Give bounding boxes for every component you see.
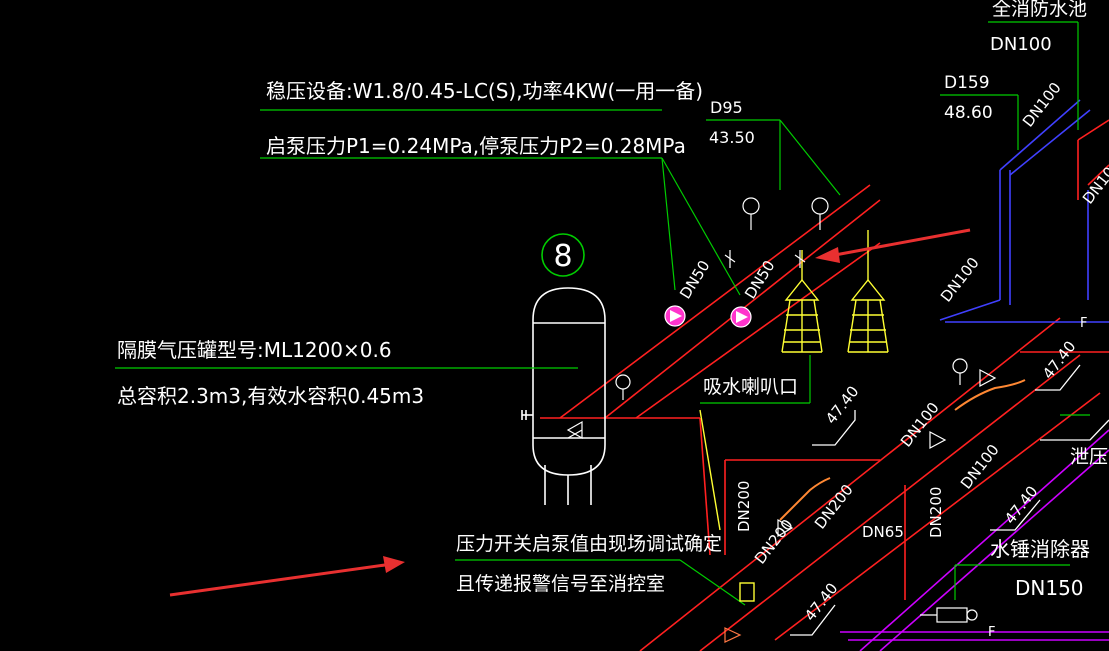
pump-group bbox=[664, 305, 752, 328]
water-hammer-arrester-icon bbox=[920, 607, 978, 623]
pressure-switch-line1: 压力开关启泵值由现场调试确定 bbox=[456, 533, 722, 555]
stabilizer-spec-line1: 稳压设备:W1.8/0.45-LC(S),功率4KW(一用一备) bbox=[266, 79, 703, 103]
tank-number-circle bbox=[541, 233, 585, 277]
relief-label: 泄压, bbox=[1070, 446, 1109, 468]
blue-pipes bbox=[939, 99, 1109, 323]
suction-bell-mouths bbox=[699, 230, 889, 602]
dn100-top-label: DN100 bbox=[990, 34, 1052, 55]
tank-number: 8 bbox=[553, 239, 572, 274]
suction-bell-2 bbox=[847, 230, 889, 353]
red-annotation-arrow-1 bbox=[815, 228, 971, 263]
water-hammer-label: 水锤消除器 bbox=[990, 537, 1090, 561]
tank-spec-line2: 总容积2.3m3,有效水容积0.45m3 bbox=[117, 384, 424, 408]
f-label-a: F bbox=[1080, 316, 1087, 331]
pressure-gauges bbox=[615, 197, 968, 400]
f-label-b: F bbox=[988, 625, 995, 640]
dn65-label: DN65 bbox=[862, 523, 904, 541]
green-leader-lines bbox=[115, 21, 1090, 606]
tank-spec-line1: 隔膜气压罐型号:ML1200×0.6 bbox=[117, 338, 392, 362]
dn150-label: DN150 bbox=[1015, 576, 1084, 600]
flexible-connectors bbox=[779, 379, 1026, 521]
d95-label: D95 bbox=[710, 98, 743, 117]
valves bbox=[566, 250, 997, 643]
suction-bell-label: 吸水喇叭口 bbox=[703, 376, 798, 398]
diaphragm-pressure-tank bbox=[521, 287, 606, 505]
stabilizer-spec-line2: 启泵压力P1=0.24MPa,停泵压力P2=0.28MPa bbox=[266, 134, 686, 158]
v4860-label: 48.60 bbox=[944, 103, 993, 123]
v4350-label: 43.50 bbox=[709, 128, 755, 147]
elevation-markers bbox=[790, 364, 1109, 636]
pressure-switch-icon bbox=[739, 582, 755, 602]
pressure-switch-line2: 且传递报警信号至消控室 bbox=[456, 573, 665, 595]
red-annotation-arrow-2 bbox=[169, 556, 405, 597]
d159-label: D159 bbox=[944, 73, 990, 93]
top-cut-label: 全消防水池 bbox=[992, 0, 1087, 20]
suction-bell-1 bbox=[781, 250, 823, 353]
dn200-label-a: DN200 bbox=[735, 481, 753, 532]
magenta-pipes bbox=[840, 429, 1109, 651]
dn200-label-d: DN200 bbox=[927, 487, 945, 538]
